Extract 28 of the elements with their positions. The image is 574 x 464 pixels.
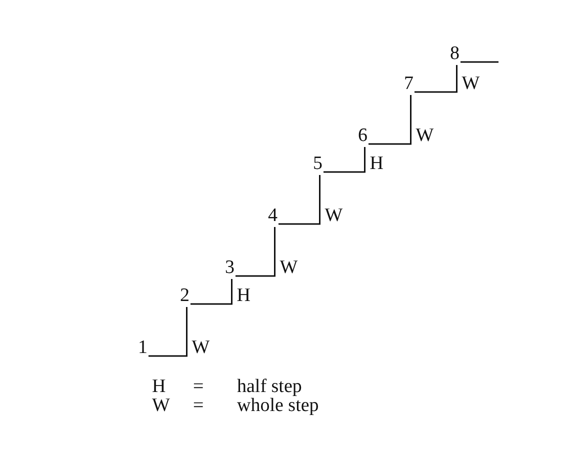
step-number: 5 (313, 154, 322, 174)
key-letter: H (152, 377, 166, 397)
step-number: 4 (268, 206, 278, 226)
step-number: 3 (225, 258, 234, 278)
step-number: 2 (180, 286, 190, 306)
edge-label: W (192, 338, 210, 358)
equals-sign: = (193, 377, 204, 397)
edge-label: H (236, 286, 250, 306)
step-number: 7 (404, 74, 414, 94)
step-number: 1 (138, 338, 148, 358)
edge-label: H (370, 154, 384, 174)
stair-line (236, 227, 276, 277)
edge-label: W (280, 258, 298, 278)
key-description: whole step (237, 396, 319, 416)
edge-label: W (462, 74, 480, 94)
step-number: 6 (358, 126, 368, 146)
edge-label: W (324, 206, 343, 226)
edge-label: W (416, 126, 434, 146)
stair-line (414, 65, 458, 93)
stair-line (278, 175, 320, 225)
stair-line (190, 279, 232, 305)
stair-line (324, 147, 366, 173)
stair-line (148, 307, 188, 357)
key-letter: W (152, 396, 170, 416)
equals-sign: = (193, 396, 204, 416)
stair-line (368, 95, 412, 145)
step-number: 8 (450, 44, 460, 64)
key-description: half step (237, 377, 302, 397)
